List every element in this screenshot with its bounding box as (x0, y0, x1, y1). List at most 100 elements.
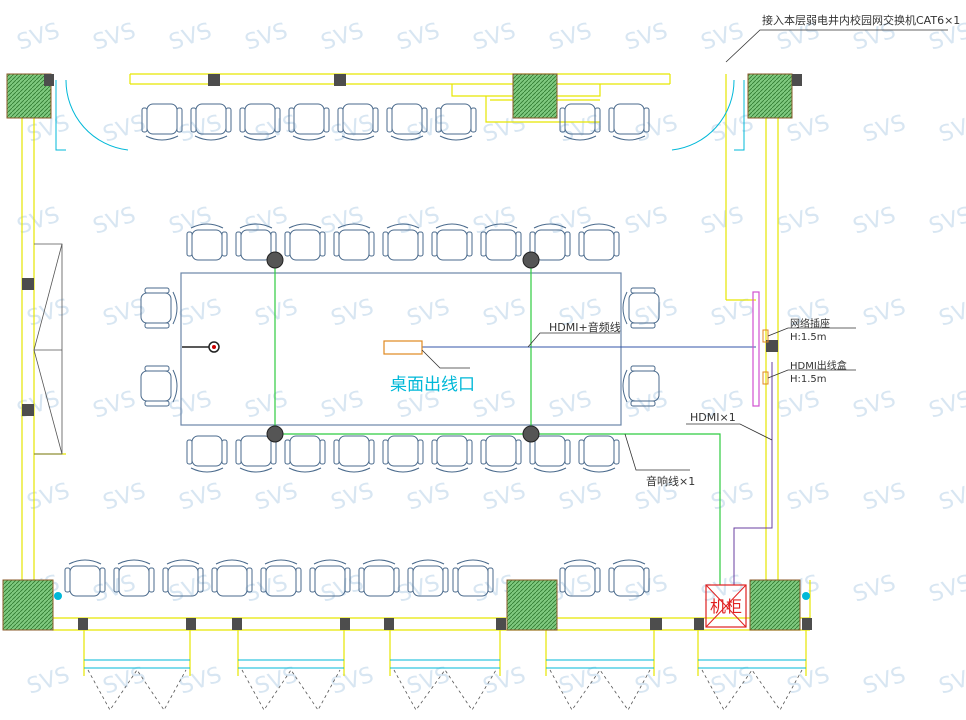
watermark: SVS (328, 295, 377, 332)
network-socket-height: H:1.5m (790, 332, 827, 343)
watermark: SVS (90, 19, 139, 56)
watermark: SVS (936, 663, 966, 700)
watermark: SVS (632, 295, 681, 332)
watermark: SVS (470, 19, 519, 56)
watermark: SVS (546, 19, 595, 56)
chair (559, 559, 601, 597)
column (512, 73, 558, 119)
watermark: SVS (318, 387, 367, 424)
door-swings (87, 669, 803, 711)
column (6, 73, 52, 119)
chair (190, 103, 232, 141)
chair (337, 103, 379, 141)
watermark: SVS (936, 111, 966, 148)
watermark: SVS (470, 387, 519, 424)
wall-posts (22, 74, 812, 630)
watermark: SVS (252, 479, 301, 516)
chair (386, 103, 428, 141)
watermark: SVS (404, 479, 453, 516)
chair (239, 103, 281, 141)
watermark: SVS (850, 387, 899, 424)
watermark: SVS (860, 479, 909, 516)
desk-outlet-label: 桌面出线口 (390, 375, 475, 395)
watermark: SVS (480, 479, 529, 516)
signal-cabling (422, 346, 773, 585)
chair (288, 103, 330, 141)
watermark: SVS (784, 479, 833, 516)
network-socket-label: 网络插座 (790, 317, 830, 330)
chair (608, 559, 650, 597)
chair (186, 223, 228, 261)
watermark: SVS (404, 295, 453, 332)
chair (162, 559, 204, 597)
column (506, 579, 558, 631)
watermark: SVS (166, 387, 215, 424)
chair (435, 103, 477, 141)
speaker-line-label: 音响线×1 (646, 474, 695, 488)
wall-panel (752, 291, 760, 407)
watermark: SVS (90, 387, 139, 424)
watermark: SVS (318, 19, 367, 56)
chair (529, 435, 571, 473)
chair (284, 223, 326, 261)
watermark: SVS (556, 111, 605, 148)
chair (235, 435, 277, 473)
watermark: SVS (774, 387, 823, 424)
chair (608, 103, 650, 141)
left-wall-board (33, 243, 63, 455)
watermark: SVS (860, 295, 909, 332)
watermark: SVS (166, 19, 215, 56)
watermark: SVS (622, 203, 671, 240)
chair (529, 223, 571, 261)
speaker-icon (266, 425, 284, 443)
watermark: SVS (176, 295, 225, 332)
watermark: SVS (328, 111, 377, 148)
watermark: SVS (328, 479, 377, 516)
hdmi-box-label: HDMI出线盒 (790, 359, 847, 372)
watermark: SVS (176, 111, 225, 148)
watermark: SVS (850, 203, 899, 240)
ceiling-speakers (266, 251, 540, 443)
watermark: SVS (14, 19, 63, 56)
watermark: SVS (90, 203, 139, 240)
chair (140, 365, 178, 407)
watermark: SVS (166, 203, 215, 240)
watermark: SVS (850, 571, 899, 608)
watermark: SVS (100, 111, 149, 148)
watermark: SVS (242, 203, 291, 240)
chair (333, 435, 375, 473)
watermark: SVS (242, 19, 291, 56)
column (2, 579, 54, 631)
chair (622, 365, 660, 407)
network-source-label: 接入本层弱电井内校园网交换机CAT6×1 (762, 13, 960, 27)
cabinet-label: 机柜 (710, 597, 742, 616)
watermark: SVS (546, 387, 595, 424)
watermark: SVS (936, 295, 966, 332)
watermark: SVS (926, 203, 966, 240)
chair (480, 435, 522, 473)
watermark: SVS (698, 203, 747, 240)
watermark: SVS (24, 663, 73, 700)
watermark: SVS (176, 479, 225, 516)
chair (622, 287, 660, 329)
chair (309, 559, 351, 597)
leader-lines (421, 29, 948, 471)
watermark: SVS (24, 295, 73, 332)
chair (186, 435, 228, 473)
speaker-cabling (274, 260, 721, 585)
watermark: SVS (556, 479, 605, 516)
doors (55, 79, 806, 669)
conference-table (180, 272, 622, 426)
watermark: SVS (926, 571, 966, 608)
chair (578, 223, 620, 261)
watermark: SVS (622, 19, 671, 56)
watermark: SVS (24, 479, 73, 516)
chair (431, 435, 473, 473)
watermark: SVS (622, 571, 671, 608)
chair (578, 435, 620, 473)
watermark: SVS (774, 203, 823, 240)
column (749, 579, 801, 631)
watermark: SVS (470, 203, 519, 240)
chair (452, 559, 494, 597)
